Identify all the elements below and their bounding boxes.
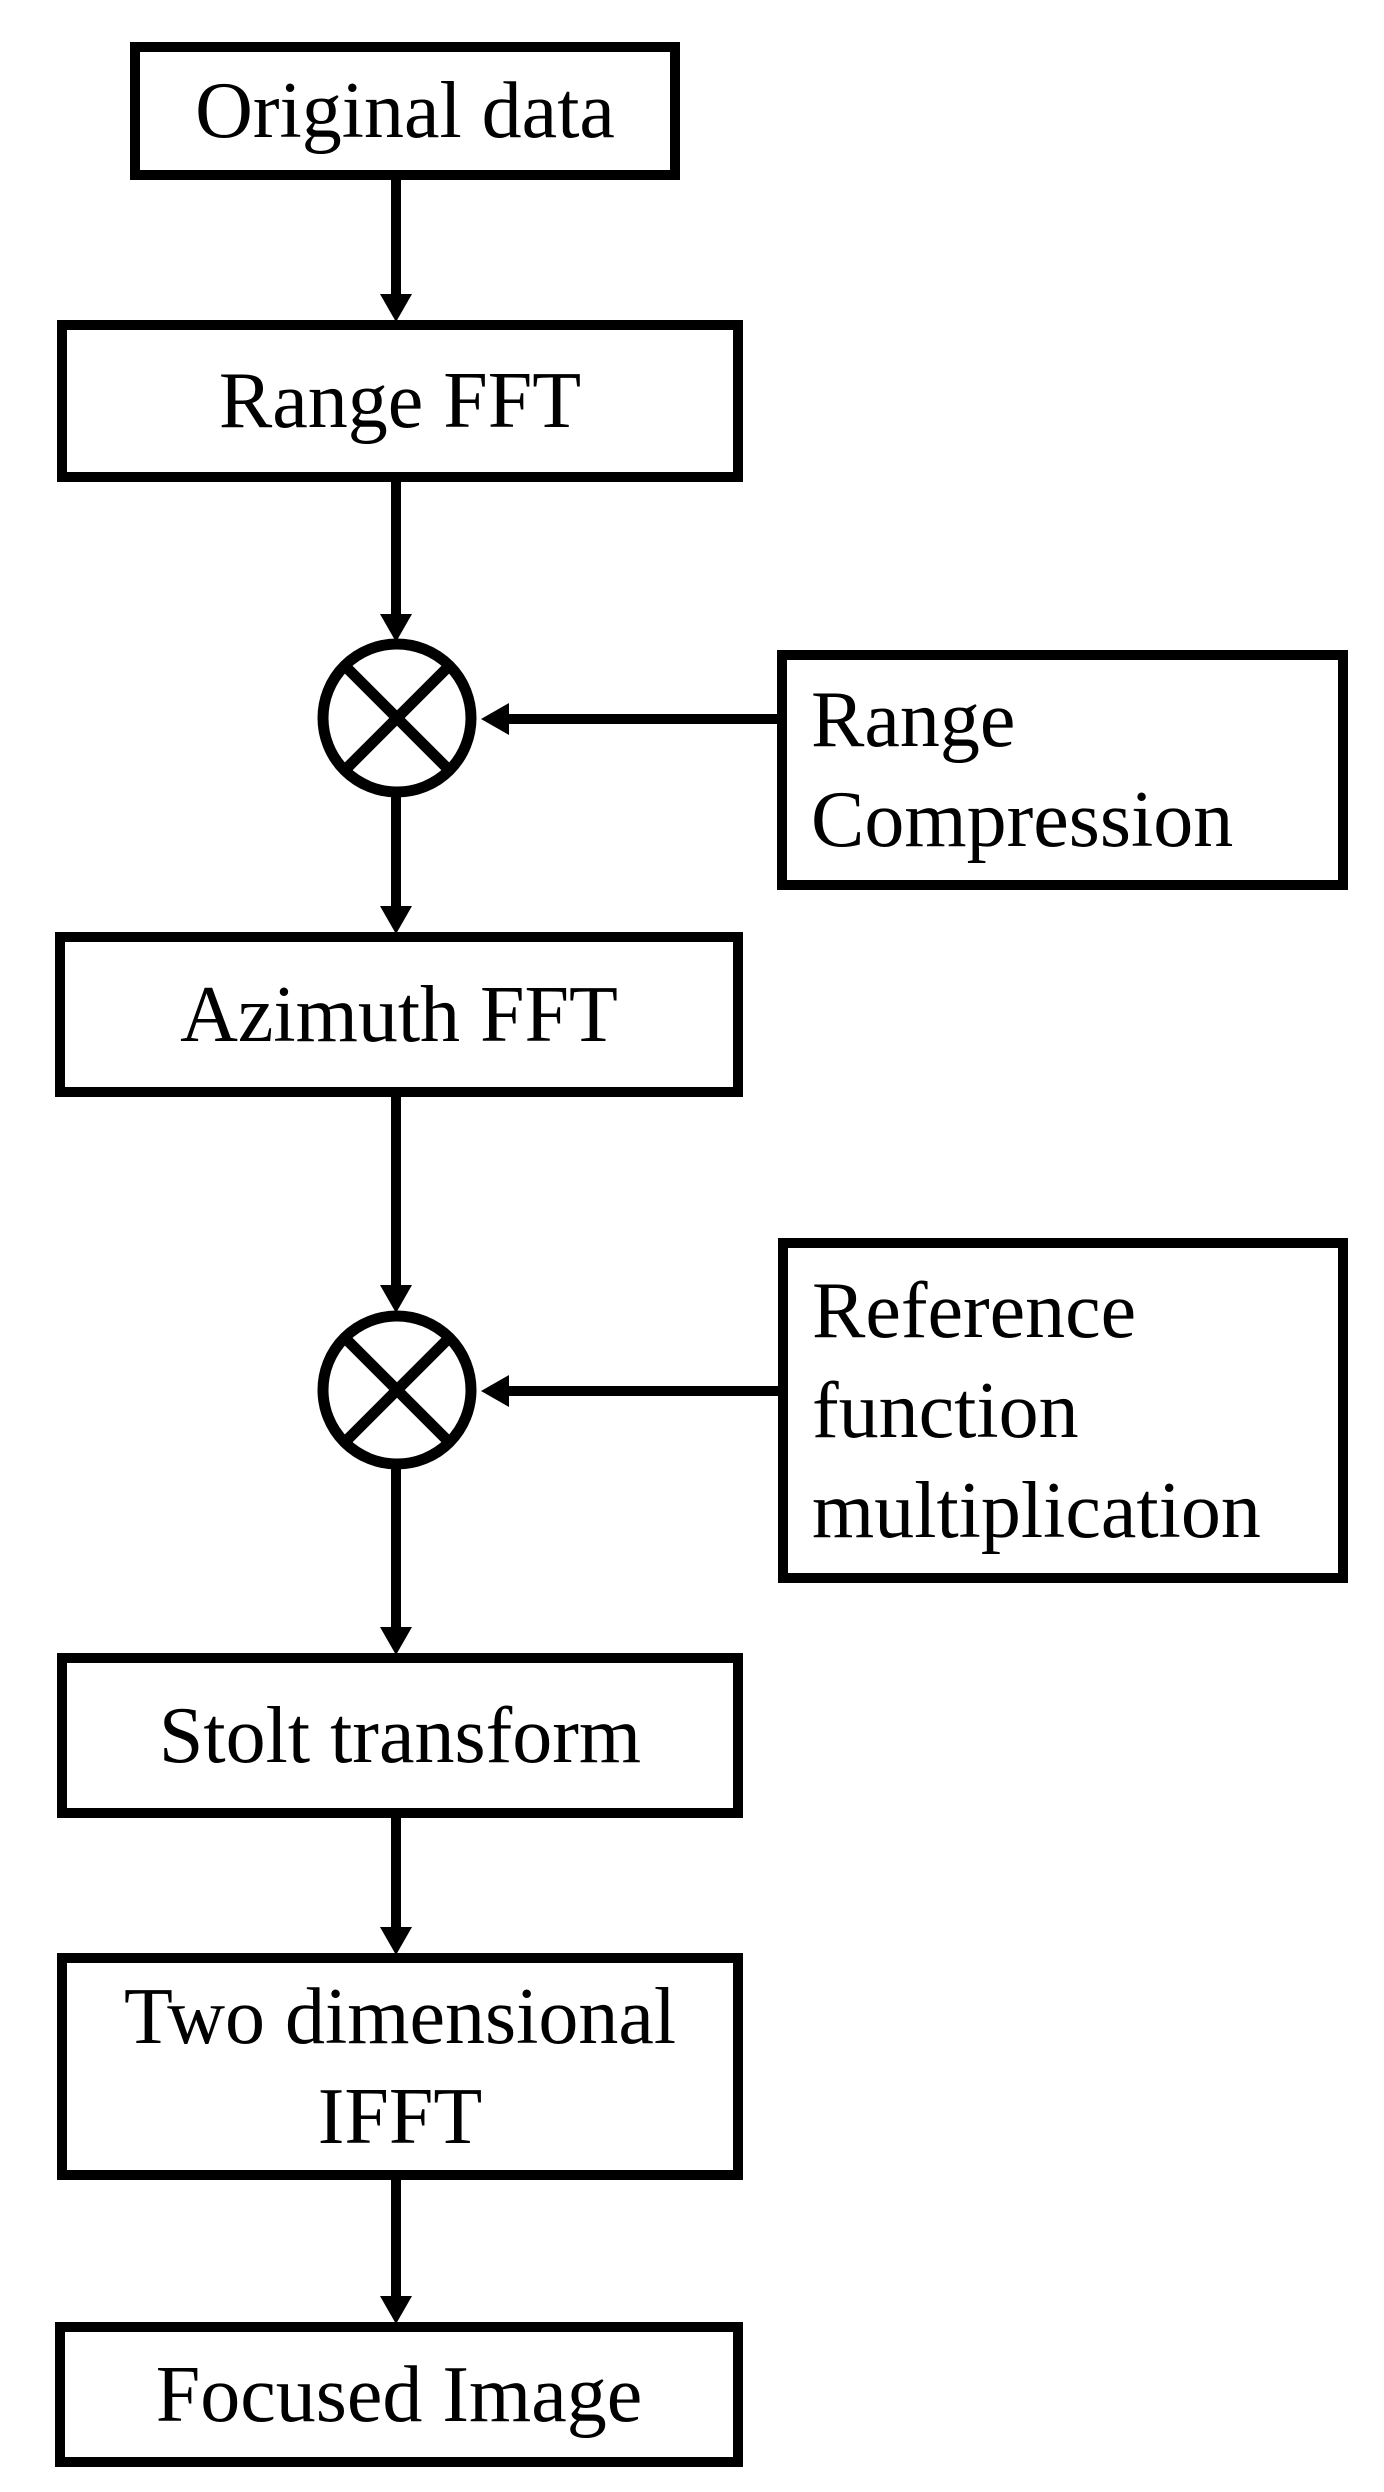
arrow-original-to-rangefft — [380, 175, 412, 322]
multiply-icon — [317, 1310, 477, 1470]
node-label-line: Reference — [812, 1266, 1137, 1355]
arrow-azimuthfft-to-multiplier2 — [380, 1094, 412, 1313]
node-reference-function-multiplication: Reference function multiplication — [778, 1238, 1348, 1583]
node-label: Original data — [195, 67, 615, 155]
arrow-rangefft-to-multiplier1 — [380, 478, 412, 642]
arrow-ifft-to-focused — [380, 2174, 412, 2324]
node-label-line: Compression — [811, 776, 1234, 864]
node-azimuth-fft: Azimuth FFT — [55, 932, 743, 1097]
node-label: Range FFT — [218, 357, 582, 445]
arrow-rangecompression-to-multiplier1 — [481, 703, 785, 735]
arrow-stolt-to-ifft — [380, 1813, 412, 1955]
arrow-reffunc-to-multiplier2 — [481, 1375, 785, 1407]
arrow-multiplier1-to-azimuthfft — [380, 790, 412, 934]
node-label-line: Range — [811, 676, 1016, 764]
node-label: Azimuth FFT — [180, 970, 618, 1059]
node-range-compression: Range Compression — [777, 650, 1348, 890]
node-original-data: Original data — [130, 42, 680, 180]
multiply-icon — [317, 638, 477, 798]
node-label-line: multiplication — [812, 1466, 1261, 1555]
node-focused-image: Focused Image — [55, 2322, 743, 2467]
node-two-dimensional-ifft: Two dimensional IFFT — [57, 1953, 743, 2180]
node-label-line: Two dimensional — [123, 1972, 677, 2061]
node-range-fft: Range FFT — [57, 320, 743, 482]
node-label-line: function — [812, 1366, 1079, 1455]
node-label: Stolt transform — [158, 1691, 642, 1780]
node-label: Focused Image — [155, 2350, 643, 2439]
node-label-line: IFFT — [317, 2072, 483, 2161]
arrow-multiplier2-to-stolt — [380, 1463, 412, 1655]
node-stolt-transform: Stolt transform — [57, 1653, 743, 1818]
